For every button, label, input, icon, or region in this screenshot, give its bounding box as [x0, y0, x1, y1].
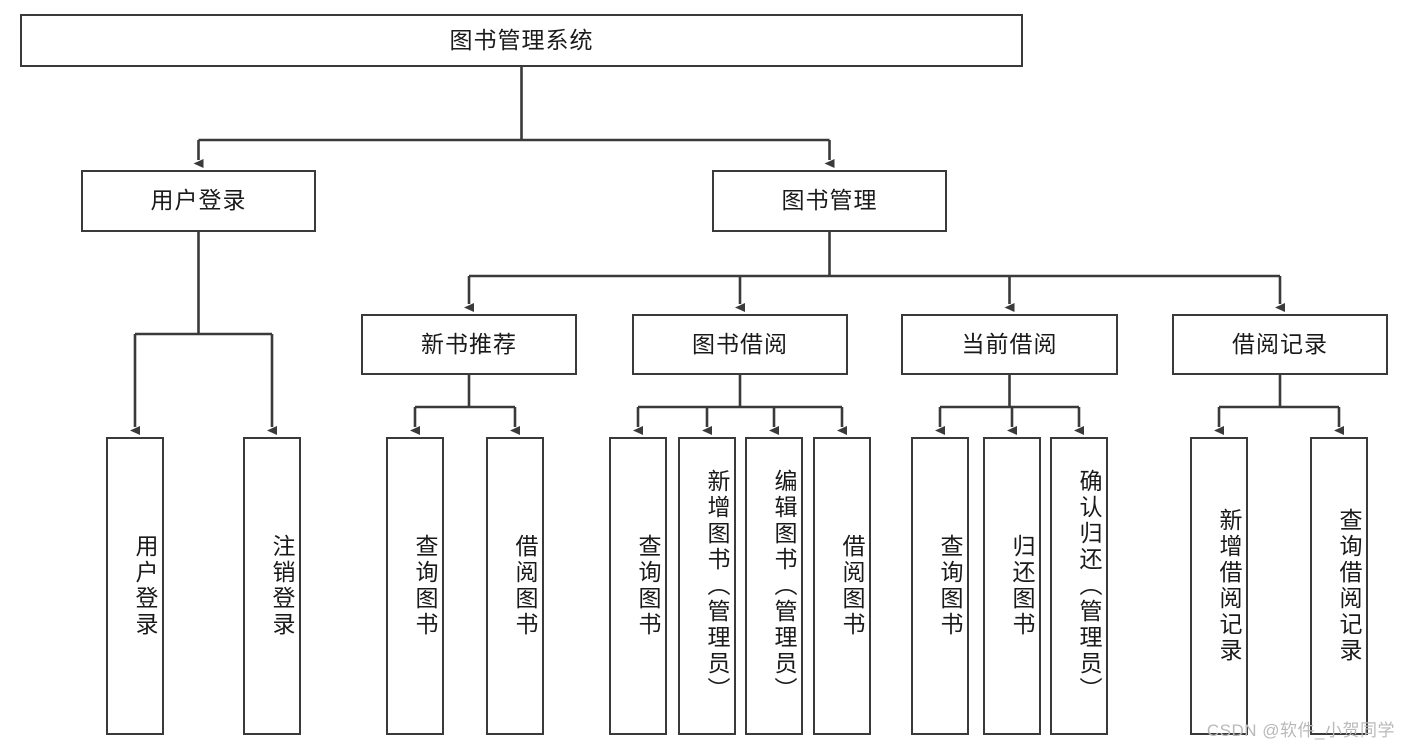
leaf-recommend-query-book-label: 查询图书 [412, 534, 438, 638]
leaf-borrow-query-book-label: 查询图书 [635, 534, 661, 638]
node-root-label: 图书管理系统 [449, 26, 594, 53]
node-new-book-recommend-label: 新书推荐 [421, 330, 517, 357]
node-current-borrow-label: 当前借阅 [961, 330, 1058, 357]
leaf-current-confirm-return-label: 确认归还（管理员） [1076, 469, 1102, 703]
node-new-book-recommend[interactable]: 新书推荐 [361, 314, 577, 375]
node-root[interactable]: 图书管理系统 [20, 14, 1023, 67]
leaf-recommend-query-book[interactable]: 查询图书 [386, 437, 444, 735]
node-borrow-record-label: 借阅记录 [1232, 330, 1328, 357]
leaf-borrow-borrow-book-label: 借阅图书 [839, 534, 865, 638]
node-book-borrow-label: 图书借阅 [692, 330, 788, 357]
leaf-current-confirm-return[interactable]: 确认归还（管理员） [1050, 437, 1108, 735]
leaf-record-query-label: 查询借阅记录 [1336, 508, 1362, 664]
leaf-user-login[interactable]: 用户登录 [106, 437, 164, 735]
leaf-borrow-add-book[interactable]: 新增图书（管理员） [678, 437, 736, 735]
leaf-user-login-label: 用户登录 [132, 534, 158, 638]
node-user-login-label: 用户登录 [150, 187, 247, 214]
node-book-borrow[interactable]: 图书借阅 [632, 314, 848, 375]
leaf-borrow-edit-book-label: 编辑图书（管理员） [771, 469, 797, 703]
leaf-user-logout[interactable]: 注销登录 [243, 437, 301, 735]
node-user-login[interactable]: 用户登录 [81, 170, 316, 232]
leaf-borrow-edit-book[interactable]: 编辑图书（管理员） [745, 437, 803, 735]
leaf-borrow-add-book-label: 新增图书（管理员） [704, 469, 730, 703]
leaf-record-add-label: 新增借阅记录 [1216, 508, 1242, 664]
leaf-user-logout-label: 注销登录 [269, 534, 295, 638]
watermark: CSDN @软件_小贺同学 [1206, 721, 1395, 740]
leaf-current-query-book[interactable]: 查询图书 [911, 437, 969, 735]
leaf-record-query[interactable]: 查询借阅记录 [1310, 437, 1368, 735]
leaf-record-add[interactable]: 新增借阅记录 [1190, 437, 1248, 735]
node-borrow-record[interactable]: 借阅记录 [1172, 314, 1388, 375]
leaf-recommend-borrow-book[interactable]: 借阅图书 [486, 437, 544, 735]
node-book-manage-label: 图书管理 [781, 187, 878, 214]
node-current-borrow[interactable]: 当前借阅 [901, 314, 1118, 375]
leaf-current-query-book-label: 查询图书 [937, 534, 963, 638]
leaf-current-return-book[interactable]: 归还图书 [983, 437, 1041, 735]
node-book-manage[interactable]: 图书管理 [712, 170, 947, 232]
leaf-borrow-borrow-book[interactable]: 借阅图书 [813, 437, 871, 735]
leaf-current-return-book-label: 归还图书 [1009, 534, 1035, 638]
leaf-borrow-query-book[interactable]: 查询图书 [609, 437, 667, 735]
leaf-recommend-borrow-book-label: 借阅图书 [512, 534, 538, 638]
